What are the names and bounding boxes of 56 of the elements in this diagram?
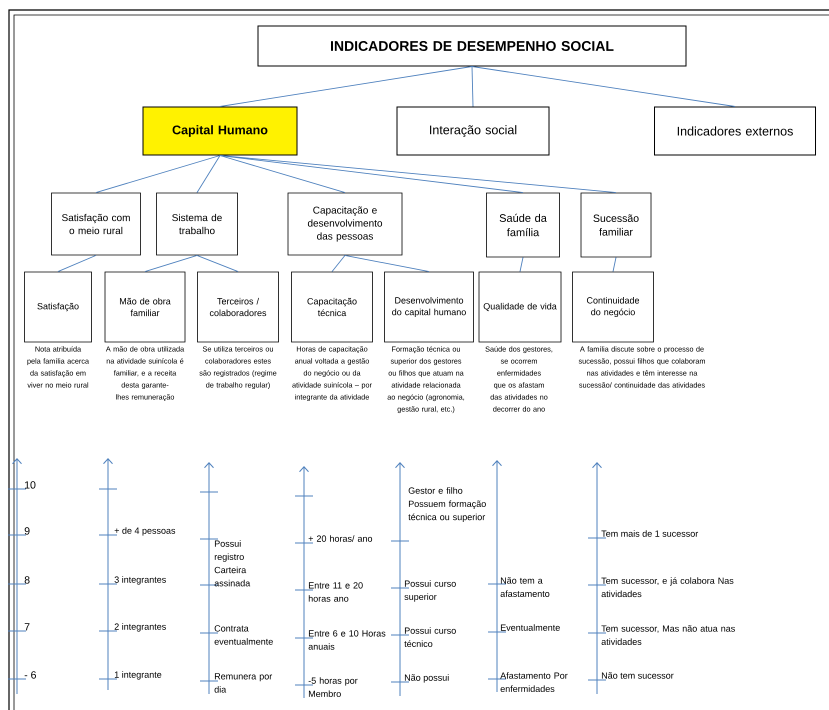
connector-line [472,66,736,107]
scale-value: - 6 [24,671,36,679]
scale-value: 9 [24,527,30,535]
scale-label: Entre 6 e 10 Horas anuais [308,630,386,650]
connector-line [344,254,430,272]
scale-label: Possui curso técnico [404,627,456,648]
indicator-box: Terceiros / colaboradores [197,272,279,342]
scale-label: Eventualmente [500,624,560,631]
scale-label: 2 integrantes [114,623,166,632]
scale-label: Não tem a afastamento [500,577,550,597]
scale-label: Tem sucessor, Mas não atua nas atividades [601,625,735,645]
connector-line [220,155,346,194]
scale-value: 8 [24,576,30,584]
indicator-box: Saúde da família [486,192,560,258]
indicator-box: Indicadores externos [654,106,816,156]
indicator-box: Satisfação com o meio rural [51,192,141,256]
connector-line [332,254,346,272]
connector-line [96,155,220,194]
connector-line [144,254,198,272]
scale-label: Possui registro Carteira assinada [214,540,250,586]
scale-label: Tem mais de 1 sucessor [601,530,698,537]
scale-label: + de 4 pessoas [114,527,176,536]
title-box: INDICADORES DE DESEMPENHO SOCIAL [258,26,686,66]
connector-line [220,155,524,194]
category-box: Capital Humano [142,106,298,156]
indicator-box: Satisfação [24,272,92,342]
connector-line [520,256,524,272]
scale-label: -5 horas por Membro [308,677,358,698]
scale-label: 3 integrantes [114,576,166,585]
scale-value: 7 [24,623,30,630]
scale-label: Remunera por dia [214,673,272,693]
indicator-box: Capacitação técnica [291,272,373,342]
scale-label: Não tem sucessor [602,672,674,679]
scale-label: Entre 11 e 20 horas ano [308,582,363,602]
scale-label: Contrata eventualmente [214,625,273,645]
scale-value: 10 [25,481,36,489]
connector-line [220,66,472,107]
indicator-box: Continuidade do negócio [572,272,654,342]
scale-label: + 20 horas/ ano [308,535,372,542]
connector-line [220,155,616,194]
indicator-box: Qualidade de vida [478,272,562,342]
scale-label: Gestor e filho Possuem formação técnica ou superior [408,487,486,522]
indicator-box: Sistema de trabalho [156,192,238,256]
scale-label: Tem sucessor, e já colabora Nas atividades [601,577,734,598]
indicator-box: Mão de obra familiar [104,272,186,342]
indicator-box: Sucessão familiar [580,192,652,258]
connector-line [612,256,616,272]
scale-label: Não possui [404,674,449,683]
scale-label: 1 integrante [114,671,162,680]
scale-label: Possui curso superior [404,580,456,602]
indicator-box: Desenvolvimento do capital humano [384,272,474,342]
connector-line [472,66,474,107]
indicator-box: Interação social [396,106,550,156]
indicator-box: Capacitação e desenvolvimento das pessoas [288,192,402,256]
connector-line [196,155,220,194]
scale-label: Afastamento Por enfermidades [500,672,568,692]
